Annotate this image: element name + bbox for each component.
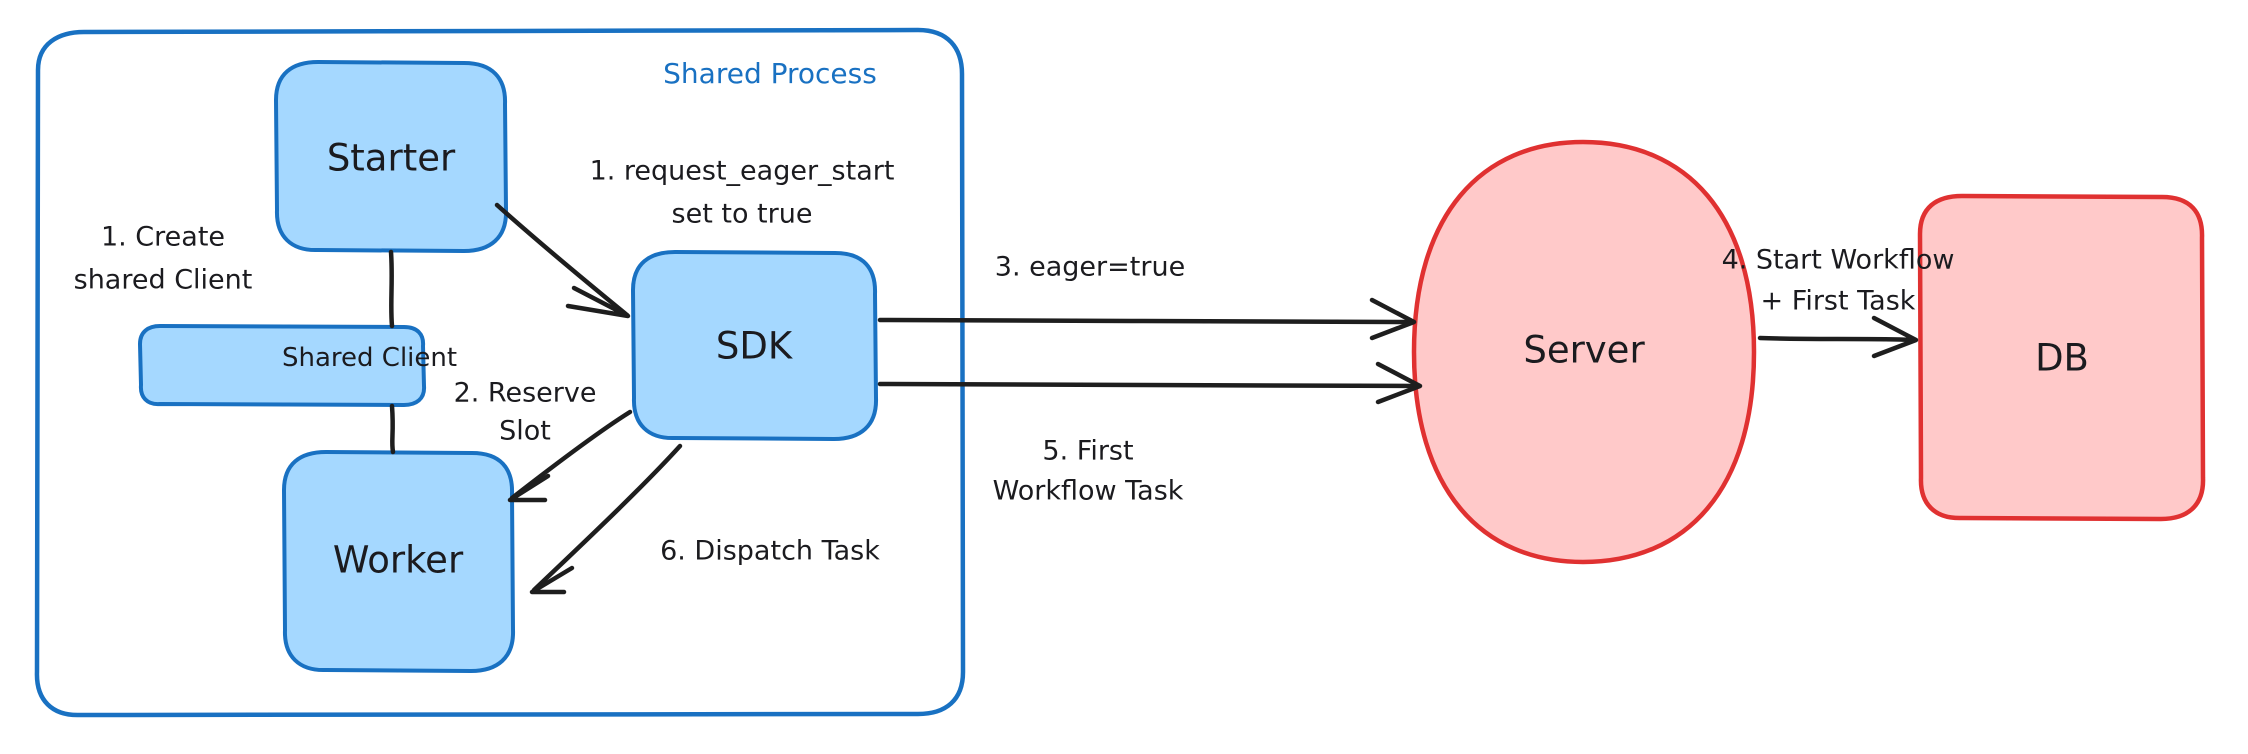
db-box	[1917, 193, 2206, 522]
edge-arrowhead-start-workflow	[1871, 315, 1919, 359]
edge-arrowhead-first-workflow-task	[1375, 361, 1423, 405]
edge-request-eager-start: 1. request_eager_start set to true	[494, 156, 895, 319]
starter-box	[274, 60, 509, 253]
starter-label: Starter	[327, 137, 456, 180]
node-worker[interactable]: Worker	[282, 450, 516, 673]
edge-label-first-workflow-task-line2: Workflow Task	[993, 476, 1184, 507]
edge-label-create-shared-client-line1: 1. Create	[101, 222, 225, 253]
edge-line-server-sdk	[877, 381, 1421, 389]
edge-arrowhead-eager-true	[1369, 297, 1417, 341]
edge-line-starter-sdk	[494, 202, 630, 318]
edge-label-reserve-slot-line2: Slot	[499, 416, 551, 447]
edge-label-request-eager-start-line1: 1. request_eager_start	[590, 156, 895, 187]
worker-label: Worker	[333, 539, 464, 582]
edge-arrowhead-dispatch-task	[529, 565, 575, 595]
edge-arrowhead-reserve-slot	[507, 473, 551, 503]
edge-line-sdk-server	[877, 317, 1415, 325]
shared-client-box	[138, 324, 427, 407]
worker-box	[282, 450, 516, 673]
edge-label-first-workflow-task-line1: 5. First	[1042, 436, 1133, 467]
node-shared-client[interactable]: Shared Client	[138, 324, 457, 407]
edge-label-eager-true: 3. eager=true	[995, 252, 1185, 283]
edge-start-workflow: 4. Start Workflow + First Task	[1722, 245, 1955, 359]
server-ellipse	[1411, 139, 1757, 565]
server-label: Server	[1523, 329, 1645, 372]
edge-label-start-workflow-line2: + First Task	[1761, 286, 1916, 317]
edge-arrowhead-starter-sdk	[565, 285, 631, 319]
sdk-box	[631, 250, 879, 441]
edge-first-workflow-task: 5. First Workflow Task	[877, 361, 1423, 507]
shared-client-label: Shared Client	[282, 343, 457, 373]
edge-label-create-shared-client-line2: shared Client	[74, 265, 253, 296]
edge-create-shared-client: 1. Create shared Client	[74, 222, 396, 455]
edge-dispatch-task: 6. Dispatch Task	[529, 443, 880, 595]
edge-line-sdk-worker-dispatch	[531, 443, 683, 593]
db-label: DB	[2035, 337, 2089, 380]
node-db[interactable]: DB	[1917, 193, 2206, 522]
edge-label-request-eager-start-line2: set to true	[672, 199, 813, 230]
edge-line-starter-sharedclient	[388, 249, 395, 329]
sdk-label: SDK	[716, 325, 794, 368]
edge-label-start-workflow-line1: 4. Start Workflow	[1722, 245, 1955, 276]
node-starter[interactable]: Starter	[274, 60, 509, 253]
edge-line-server-db	[1757, 335, 1917, 343]
shared-process-label: Shared Process	[663, 57, 877, 90]
shared-process-group[interactable]: Shared Process	[34, 27, 966, 718]
edge-eager-true: 3. eager=true	[877, 252, 1417, 341]
edge-reserve-slot: 2. Reserve Slot	[454, 378, 633, 503]
edge-label-reserve-slot-line1: 2. Reserve	[454, 378, 597, 409]
shared-process-border	[34, 27, 966, 718]
edge-line-sharedclient-worker	[389, 403, 396, 455]
node-server[interactable]: Server	[1411, 139, 1757, 565]
edge-label-dispatch-task: 6. Dispatch Task	[660, 536, 880, 567]
node-sdk[interactable]: SDK	[631, 250, 879, 441]
